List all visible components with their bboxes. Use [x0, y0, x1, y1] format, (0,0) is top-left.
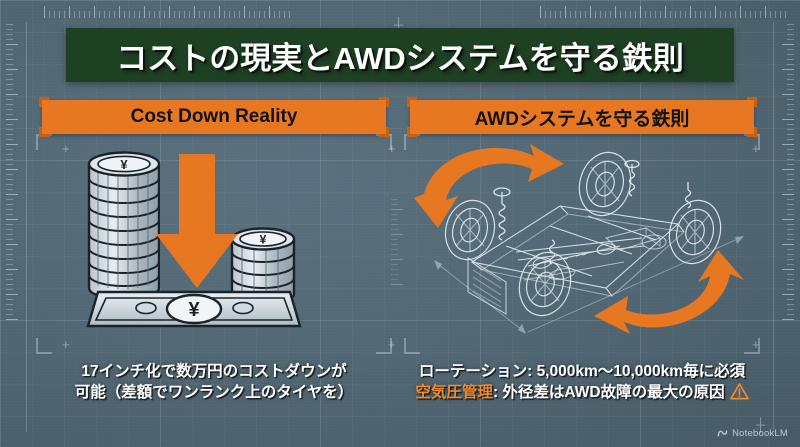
warning-triangle-icon [729, 383, 749, 400]
guide-line-left [26, 22, 27, 432]
caption-rest: : 外径差はAWD故障の最大の原因 [492, 384, 725, 402]
tall-coin-stack: ¥ [87, 151, 161, 301]
crosshair-right-upper: + [752, 141, 760, 156]
crosshair-top: ┼ [394, 17, 404, 32]
yen-symbol-banknote: ¥ [188, 299, 200, 321]
header-bracket-tr [379, 97, 389, 107]
coin-stack-svg: ¥ [86, 151, 302, 328]
ruler-center [391, 195, 403, 285]
notebooklm-icon [717, 430, 728, 437]
panel-header-label: AWDシステムを守る鉄則 [474, 108, 690, 130]
panel-header-awd-rules: AWDシステムを守る鉄則 [407, 97, 757, 137]
ruler-top-right [540, 6, 790, 18]
header-bracket-br [379, 127, 389, 137]
ruler-top-left [44, 6, 294, 18]
ruler-right [782, 20, 794, 320]
ruler-left [6, 20, 18, 320]
crosshair-left-upper: + [62, 141, 70, 156]
crosshair-center-lower: + [388, 337, 396, 352]
illustration-car-chassis-blueprint [410, 142, 754, 342]
rotation-arrow-upper-icon [414, 144, 564, 228]
crosshair-bottom-right: ┼ [756, 417, 766, 432]
guide-line-right [773, 22, 774, 432]
header-bracket-tl [39, 97, 49, 107]
suspension-struts [493, 159, 692, 265]
panel-awd-protection-rules: AWDシステムを守る鉄則 [404, 97, 760, 401]
yen-symbol-tall-stack: ¥ [120, 157, 128, 172]
corner-bracket-bottom-left [404, 338, 420, 354]
panel-caption-awd-rules: ローテーション: 5,000km〜10,000km毎に必須 空気圧管理: 外径差… [410, 362, 754, 404]
caption-line: ローテーション: 5,000km〜10,000km毎に必須 [418, 363, 746, 381]
chassis-svg [414, 144, 744, 334]
chassis-wireframe [467, 205, 686, 315]
header-bracket-tr [747, 97, 757, 107]
yen-banknote [86, 290, 302, 328]
slide-title-banner: コストの現実とAWDシステムを守る鉄則 [66, 28, 734, 82]
caption-line: 17インチ化で数万円のコストダウンが [81, 363, 347, 381]
page-title: コストの現実とAWDシステムを守る鉄則 [116, 40, 684, 76]
wheels [444, 151, 722, 317]
header-bracket-br [747, 127, 757, 137]
dimension-lines [434, 236, 744, 334]
header-bracket-bl [407, 127, 417, 137]
crosshair-center-upper: + [388, 141, 396, 156]
header-bracket-tl [407, 97, 417, 107]
corner-bracket-bottom-right [376, 338, 392, 354]
corner-bracket-bottom-right [744, 338, 760, 354]
watermark-label: NotebookLM [732, 428, 788, 439]
corner-bracket-bottom-left [36, 338, 52, 354]
panel-header-label: Cost Down Reality [130, 106, 298, 127]
crosshair-left-lower: + [62, 337, 70, 352]
yen-symbol-short-stack: ¥ [260, 233, 267, 247]
cost-down-arrow-icon [156, 154, 238, 288]
notebooklm-watermark: NotebookLM [717, 428, 788, 439]
caption-accent-term: 空気圧管理 [415, 384, 493, 402]
panel-cost-down-reality: Cost Down Reality [36, 97, 392, 401]
rotation-arrow-lower-icon [594, 250, 744, 334]
panel-header-cost-down: Cost Down Reality [39, 97, 389, 137]
caption-line-with-accent: 空気圧管理: 外径差はAWD故障の最大の原因 [410, 383, 754, 404]
header-bracket-bl [39, 127, 49, 137]
caption-line: 可能（差額でワンランク上のタイヤを） [74, 384, 354, 402]
illustration-yen-coin-stacks: ¥ [42, 142, 386, 342]
crosshair-right-lower: + [752, 337, 760, 352]
panel-caption-cost-down: 17インチ化で数万円のコストダウンが 可能（差額でワンランク上のタイヤを） [42, 362, 386, 404]
